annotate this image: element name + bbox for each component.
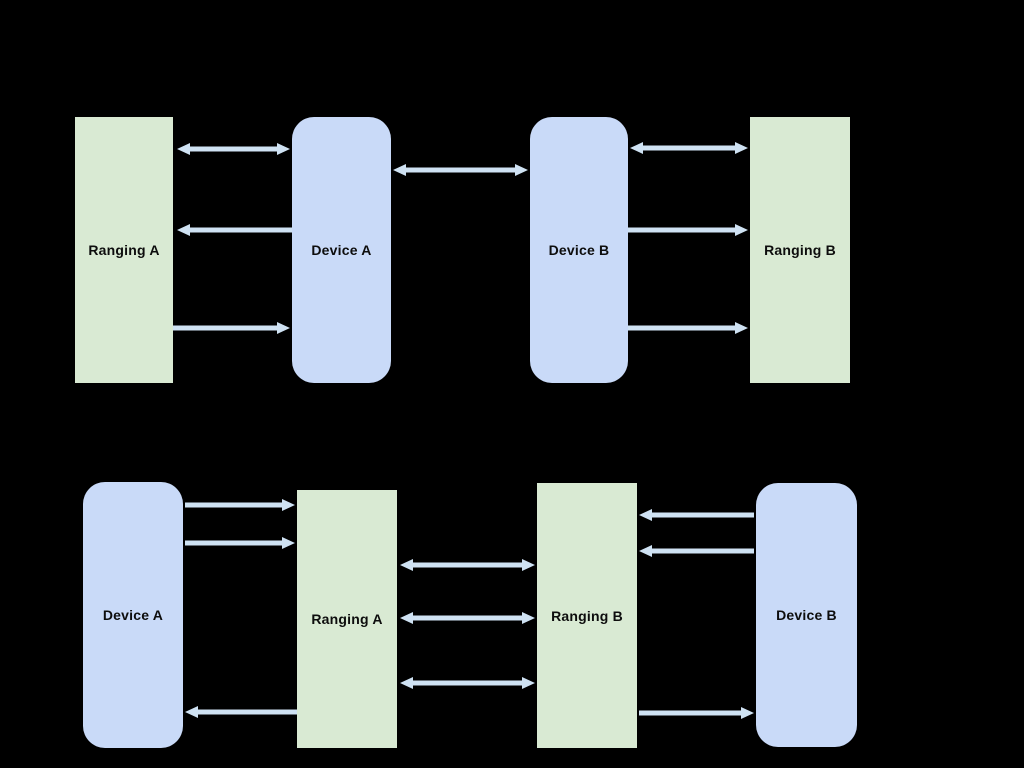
arrow-device-a-to-ranging-a: [177, 224, 292, 236]
arrowhead-left-icon: [393, 164, 406, 176]
arrow-device-a-to-ranging-a-2: [185, 537, 295, 549]
node-label: Ranging A: [311, 611, 383, 627]
node-device-a-bottom: Device A: [83, 482, 183, 748]
node-label: Device A: [311, 242, 372, 258]
arrowhead-left-icon: [639, 545, 652, 557]
arrowhead-right-icon: [522, 677, 535, 689]
arrowhead-right-icon: [522, 612, 535, 624]
node-device-b-top: Device B: [530, 117, 628, 383]
node-label: Device A: [102, 607, 164, 623]
arrowhead-left-icon: [400, 559, 413, 571]
arrowhead-left-icon: [400, 612, 413, 624]
arrowhead-left-icon: [177, 143, 190, 155]
node-device-a-top: Device A: [292, 117, 391, 383]
arrow-device-b-ranging-b-bidirectional: [630, 142, 748, 154]
arrowhead-right-icon: [282, 537, 295, 549]
arrowhead-left-icon: [185, 706, 198, 718]
node-device-b-bottom: Device B: [756, 483, 857, 747]
arrowhead-right-icon: [735, 142, 748, 154]
arrow-device-b-to-ranging-b-1: [639, 509, 754, 521]
arrowhead-left-icon: [400, 677, 413, 689]
arrow-ranging-a-device-a-bidirectional: [177, 143, 290, 155]
arrowhead-right-icon: [735, 224, 748, 236]
arrow-device-a-device-b-bidirectional: [393, 164, 528, 176]
arrowhead-left-icon: [639, 509, 652, 521]
arrowhead-left-icon: [177, 224, 190, 236]
arrow-ranging-a-to-device-a: [185, 706, 297, 718]
node-label: Device B: [776, 607, 837, 623]
node-label: Ranging A: [88, 242, 160, 258]
arrow-device-b-to-ranging-b-1: [628, 224, 748, 236]
arrow-ranging-b-to-device-b: [639, 707, 754, 719]
node-label: Ranging B: [551, 607, 623, 624]
arrow-device-b-to-ranging-b-2: [628, 322, 748, 334]
node-ranging-a-top: Ranging A: [75, 117, 173, 383]
node-label: Device B: [548, 242, 610, 258]
arrowhead-left-icon: [630, 142, 643, 154]
node-ranging-b-top: Ranging B: [750, 117, 850, 383]
arrow-device-a-to-ranging-a-1: [185, 499, 295, 511]
arrowhead-right-icon: [277, 322, 290, 334]
arrowhead-right-icon: [277, 143, 290, 155]
arrowhead-right-icon: [282, 499, 295, 511]
node-ranging-b-bottom: Ranging B: [537, 483, 637, 748]
node-ranging-a-bottom: Ranging A: [297, 490, 397, 748]
arrowhead-right-icon: [522, 559, 535, 571]
arrow-device-b-to-ranging-b-2: [639, 545, 754, 557]
arrowhead-right-icon: [741, 707, 754, 719]
arrowhead-right-icon: [515, 164, 528, 176]
node-label: Ranging B: [764, 242, 836, 258]
arrow-ranging-a-to-device-a: [173, 322, 290, 334]
arrow-ranging-a-ranging-b-bidirectional-1: [400, 559, 535, 571]
arrow-ranging-a-ranging-b-bidirectional-2: [400, 612, 535, 624]
arrowhead-right-icon: [735, 322, 748, 334]
arrow-ranging-a-ranging-b-bidirectional-3: [400, 677, 535, 689]
